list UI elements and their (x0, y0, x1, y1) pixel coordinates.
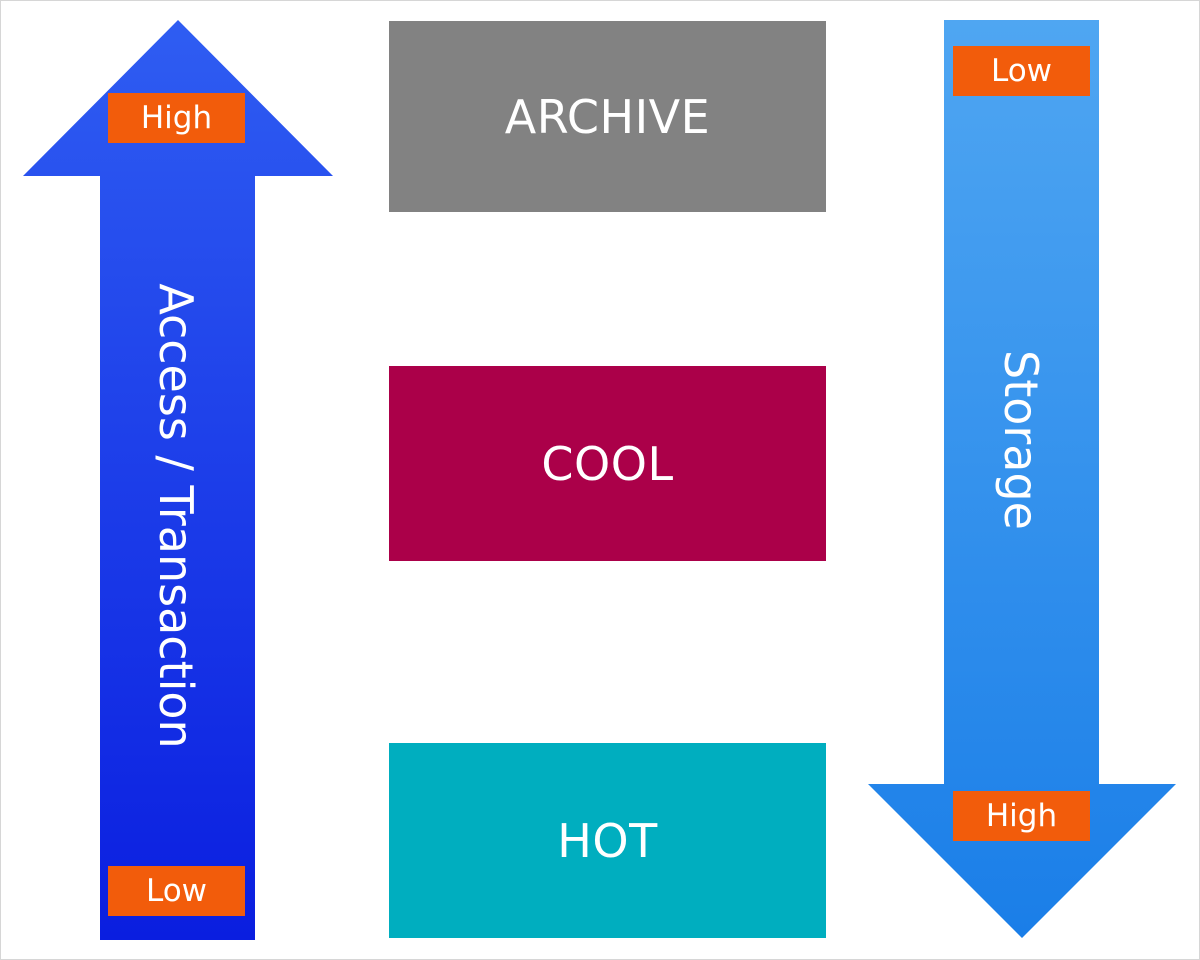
cool-tier-label: COOL (541, 436, 674, 491)
left-arrow-bottom-badge: Low (108, 866, 245, 916)
archive-tier-label: ARCHIVE (504, 89, 711, 144)
right-arrow-shape (868, 20, 1176, 938)
left-arrow-shape (23, 20, 333, 940)
left-arrow-top-badge: High (108, 93, 245, 143)
storage-label: Storage (994, 350, 1048, 530)
archive-tier-box: ARCHIVE (389, 21, 826, 212)
access-transaction-label: Access / Transaction (149, 283, 203, 749)
cool-tier-box: COOL (389, 366, 826, 561)
right-arrow-top-badge: Low (953, 46, 1090, 96)
hot-tier-label: HOT (557, 813, 658, 868)
hot-tier-box: HOT (389, 743, 826, 938)
right-arrow-bottom-badge: High (953, 791, 1090, 841)
